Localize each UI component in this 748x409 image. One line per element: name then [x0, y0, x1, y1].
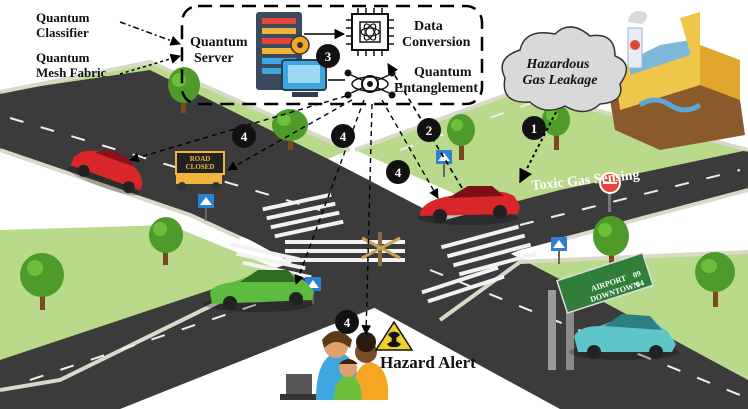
- quantum-system-box: [180, 4, 484, 106]
- arrow-4-to-people: [361, 103, 373, 335]
- factory-icon: [610, 11, 745, 150]
- entanglement-icon: [344, 69, 396, 99]
- step-badge-4: 4: [331, 124, 355, 148]
- curb-1: [0, 148, 241, 240]
- quantum-chip-icon: [346, 8, 394, 56]
- svg-text:4: 4: [395, 165, 402, 180]
- svg-text:4: 4: [344, 315, 351, 330]
- green-car: [203, 270, 314, 312]
- svg-text:4: 4: [241, 129, 248, 144]
- tree: [20, 253, 64, 310]
- trees: [20, 67, 735, 310]
- step-badge-4: 4: [232, 124, 256, 148]
- curb-5: [0, 270, 281, 392]
- crosswalk-bottom: [421, 265, 505, 304]
- radiation-hazard-icon: [374, 320, 414, 351]
- lane-dash-d: [519, 169, 741, 226]
- step-badge-1: 1: [522, 116, 546, 140]
- tree: [272, 109, 308, 150]
- lane-dash-c: [29, 289, 301, 381]
- arrow-4-to-green-car: [294, 99, 365, 285]
- red-sports-car-left: [67, 149, 143, 196]
- curb-6: [438, 250, 748, 322]
- people-group-icon: [280, 331, 389, 400]
- tree: [447, 114, 475, 160]
- tree: [149, 217, 183, 265]
- airport-sign-number: 09: [632, 269, 642, 280]
- step-badge-4: 4: [335, 310, 359, 334]
- arrow-4-to-red-car-center: [381, 99, 439, 199]
- arrow-4-to-road-sign: [227, 99, 353, 171]
- tree: [695, 252, 735, 307]
- arrow-mesh-fabric: [119, 53, 182, 75]
- downtown-sign-number: 04: [635, 278, 645, 289]
- lane-dash-a: [9, 117, 321, 211]
- teal-car: [569, 314, 679, 360]
- pedestrian-sign: [436, 150, 452, 177]
- step-badge-4: 4: [386, 160, 410, 184]
- tree: [593, 216, 629, 267]
- step-badge-3: 3: [316, 44, 340, 68]
- arrow-1-cloud-to-road: [519, 111, 557, 184]
- crosswalk-right: [440, 224, 538, 277]
- svg-text:2: 2: [426, 123, 433, 138]
- hazard-alert-label: Hazard Alert: [380, 353, 476, 372]
- server-icon: [256, 12, 327, 97]
- red-car-center: [418, 186, 520, 225]
- curb-4: [559, 188, 748, 242]
- pedestrian-sign: [551, 237, 567, 264]
- crosswalk-top: [262, 192, 344, 239]
- svg-text:1: 1: [531, 121, 538, 136]
- no-entry-sign: [599, 172, 621, 212]
- svg-text:4: 4: [340, 129, 347, 144]
- pedestrian-sign: [198, 194, 214, 221]
- step-badge-2: 2: [417, 118, 441, 142]
- svg-text:3: 3: [325, 49, 332, 64]
- arrow-classifier: [119, 21, 181, 46]
- crosswalk-center: [285, 240, 405, 262]
